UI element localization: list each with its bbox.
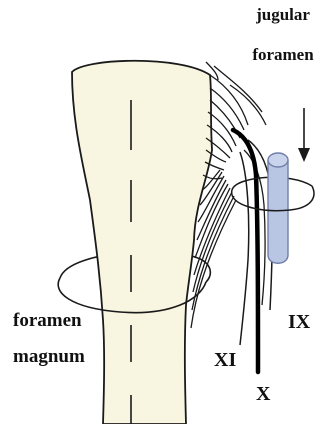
nerve-x	[233, 130, 258, 372]
label-jugular-foramen-line1: jugular	[255, 5, 310, 24]
label-nerve-ix: IX	[288, 311, 311, 333]
label-nerve-x: X	[256, 383, 271, 405]
pointer-arrow	[298, 108, 310, 162]
label-nerve-xi: XI	[214, 349, 236, 371]
label-jugular-foramen-line2: foramen	[252, 45, 314, 64]
jugular-foramen-cylinder	[268, 153, 288, 263]
spinal-cord	[72, 61, 212, 424]
label-foramen-magnum-line2: magnum	[13, 346, 85, 367]
label-foramen-magnum-line1: foramen	[13, 310, 82, 331]
